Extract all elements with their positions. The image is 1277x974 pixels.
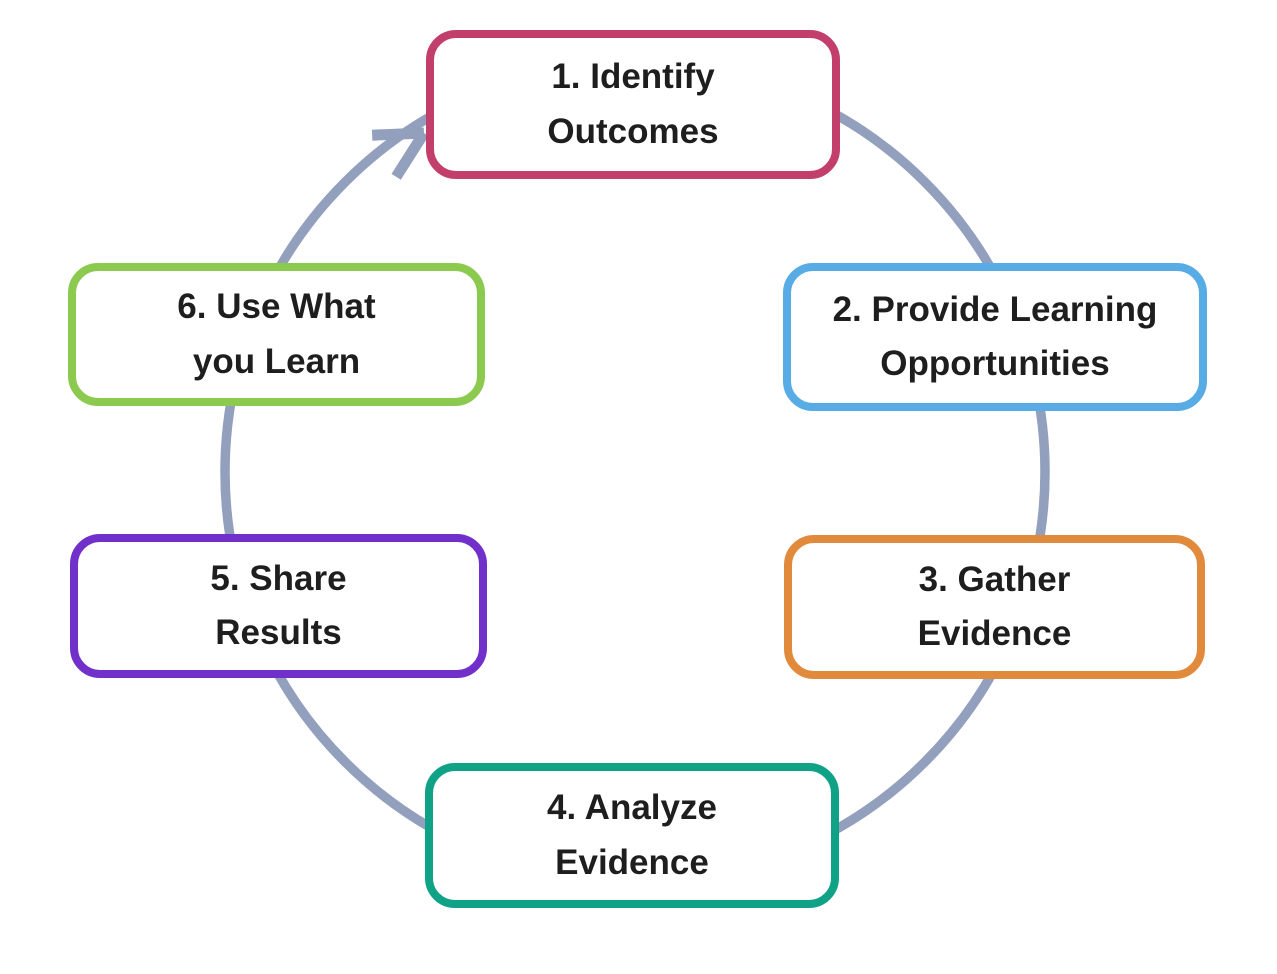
step-label-line2: Evidence — [917, 614, 1072, 653]
step-label-line1: 2. Provide Learning — [832, 289, 1158, 329]
step-box-share-results: 5. Share Results — [70, 534, 487, 678]
step-label-line2: Results — [215, 613, 342, 652]
step-label-line1: 3. Gather — [918, 559, 1071, 599]
step-box-use-what-you-learn: 6. Use What you Learn — [68, 263, 485, 406]
step-box-analyze-evidence: 4. Analyze Evidence — [425, 763, 839, 908]
arrow-head-icon — [371, 127, 429, 180]
step-label-line2: Outcomes — [547, 111, 719, 151]
step-box-provide-learning-opportunities: 2. Provide Learning Opportunities — [783, 263, 1207, 411]
step-label-line1: 4. Analyze — [547, 788, 717, 828]
step-label-line1: 6. Use What — [177, 287, 376, 327]
step-box-identify-outcomes: 1. Identify Outcomes — [426, 30, 840, 179]
step-label-line1: 1. Identify — [551, 57, 715, 97]
step-label-line1: 5. Share — [210, 558, 347, 598]
cycle-circle — [220, 57, 1050, 887]
step-label-line2: Evidence — [555, 842, 709, 882]
step-box-gather-evidence: 3. Gather Evidence — [784, 535, 1205, 679]
step-label-line2: Opportunities — [880, 344, 1110, 383]
step-label-line2: you Learn — [192, 341, 361, 381]
